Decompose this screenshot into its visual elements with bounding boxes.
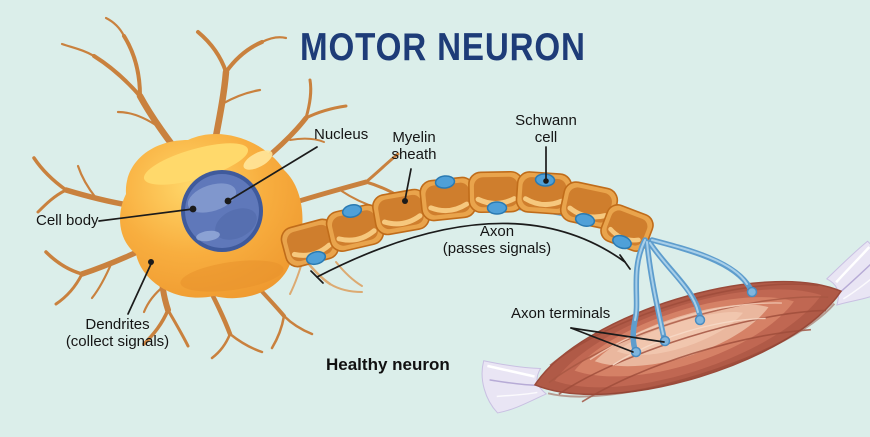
terminal-tips xyxy=(630,286,758,358)
dendrites-leader xyxy=(127,263,152,315)
cell-body-label: Cell body xyxy=(36,212,99,229)
myelin-segment xyxy=(559,181,619,229)
caption-healthy-neuron: Healthy neuron xyxy=(326,355,450,374)
leader-dots xyxy=(148,178,549,265)
leader-lines xyxy=(98,146,665,353)
dendrites-label: Dendrites (collect signals) xyxy=(65,316,170,350)
myelin-sheath xyxy=(280,170,654,268)
schwann-cell-label: Schwann cell xyxy=(515,112,577,146)
myelin-leader xyxy=(404,168,412,201)
myelin-sheath-label: Myelin sheath xyxy=(391,129,437,163)
axon-label: Axon (passes signals) xyxy=(442,223,552,257)
diagram-title: MOTOR NEURON xyxy=(300,26,586,69)
axon-terminals xyxy=(630,237,758,358)
axon-bracket xyxy=(316,222,626,278)
myelin-segment xyxy=(515,171,573,215)
terminals-leader-1 xyxy=(570,327,634,353)
myelin-segment xyxy=(372,188,430,236)
cell-body-leader xyxy=(98,208,194,222)
muscle-striations xyxy=(547,283,836,403)
myelin-segment xyxy=(419,176,477,222)
axon-bracket-tick-right xyxy=(619,254,631,270)
axon-terminals-label: Axon terminals xyxy=(511,305,611,322)
myelin-segment xyxy=(325,204,385,252)
nucleus-leader xyxy=(227,146,318,202)
nucleus-label: Nucleus xyxy=(314,126,369,143)
axon-bracket-tick-left xyxy=(310,270,324,284)
terminals-leader-2 xyxy=(570,327,665,343)
cell-body-shadow xyxy=(180,260,284,292)
cell-body-highlight xyxy=(143,143,249,185)
